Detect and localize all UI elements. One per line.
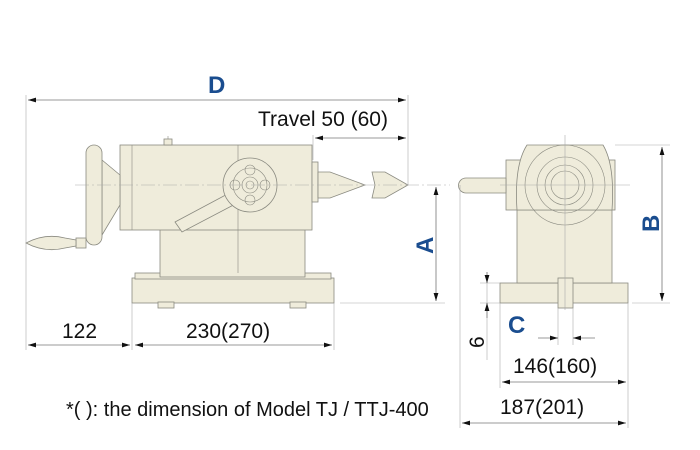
label-C: C [508,312,525,339]
dim-6-text: 6 [466,336,489,348]
base-plate [131,277,335,304]
front-view [458,135,630,310]
tailstock-head [119,144,313,231]
quill-shaft [458,177,507,194]
handwheel-handle [25,235,77,251]
side-view [25,136,450,309]
front-head [516,144,613,211]
dim-187-text: 187(201) [500,396,584,419]
label-B: B [638,215,665,232]
front-column [516,204,613,284]
dim-122-text: 122 [62,320,97,343]
label-D: D [208,72,225,99]
travel-text: Travel 50 (60) [258,108,388,131]
dim-146-text: 146(160) [513,355,597,378]
footnote: *( ): the dimension of Model TJ / TTJ-40… [66,399,429,421]
handwheel [85,144,103,246]
dim-230-text: 230(270) [186,320,270,343]
key [557,277,574,309]
dimension-lines [25,95,670,428]
label-A: A [412,237,439,254]
